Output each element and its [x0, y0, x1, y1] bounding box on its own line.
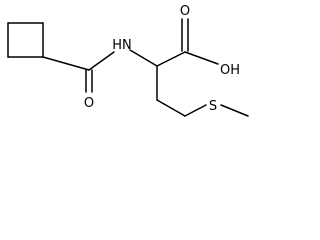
bond-ch2-to-s: [184, 104, 207, 117]
bond-ring-to-carbonyl: [42, 56, 90, 71]
amide-nh-label: HN: [112, 38, 132, 53]
bond-nh-to-alpha: [129, 49, 158, 67]
bond-alpha-to-acid-carbon: [156, 51, 186, 67]
bond-carbonyl-to-nh: [88, 51, 115, 71]
amide-carbonyl-double-bond: [85, 69, 93, 93]
bond-s-to-methyl: [220, 104, 249, 117]
amide-oxygen-label: O: [84, 96, 94, 111]
sulfur-label: S: [209, 99, 217, 114]
structure-canvas: HN O O OH S: [0, 0, 264, 132]
bond-acid-carbon-to-oh: [184, 51, 219, 65]
acid-oxygen-label: O: [180, 4, 190, 19]
cyclobutane-ring: [7, 22, 44, 58]
molecule-structure: HN O O OH S: [7, 4, 249, 117]
acid-hydroxyl-label: OH: [220, 63, 240, 78]
acid-carbonyl-double-bond: [181, 18, 189, 52]
bond-ch2-to-ch2: [156, 99, 186, 117]
